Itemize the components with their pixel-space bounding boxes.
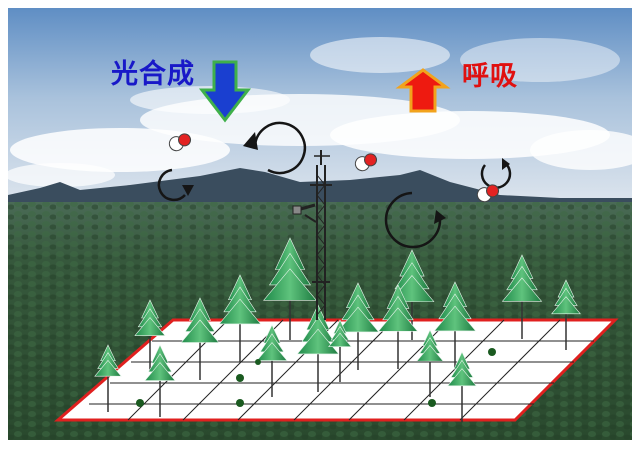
tree: [180, 297, 220, 380]
tree: [144, 344, 176, 417]
tree: [134, 299, 166, 372]
trees: [94, 237, 581, 422]
tree: [328, 319, 352, 382]
tree: [551, 279, 581, 350]
tree: [256, 324, 288, 397]
tree: [447, 351, 477, 422]
seedlings: [136, 348, 496, 407]
tree: [218, 274, 262, 362]
tree: [263, 237, 317, 340]
eddy-arrow-3: [384, 191, 442, 249]
respiration-label: 呼吸: [462, 61, 518, 92]
tree: [501, 254, 543, 339]
eddy-arrow-2: [157, 168, 186, 202]
molecules: [168, 133, 500, 203]
tree: [336, 282, 380, 370]
photosynthesis-label: 光合成: [111, 59, 195, 90]
photosynthesis-arrow: [198, 60, 252, 123]
plot-grid: [53, 318, 619, 422]
tree: [433, 281, 477, 369]
tree: [94, 344, 122, 412]
tree: [416, 329, 444, 397]
tree: [377, 284, 419, 369]
flux-tower: [292, 150, 332, 320]
eddy-arrow-1: [253, 121, 307, 175]
respiration-arrow: [395, 68, 451, 113]
